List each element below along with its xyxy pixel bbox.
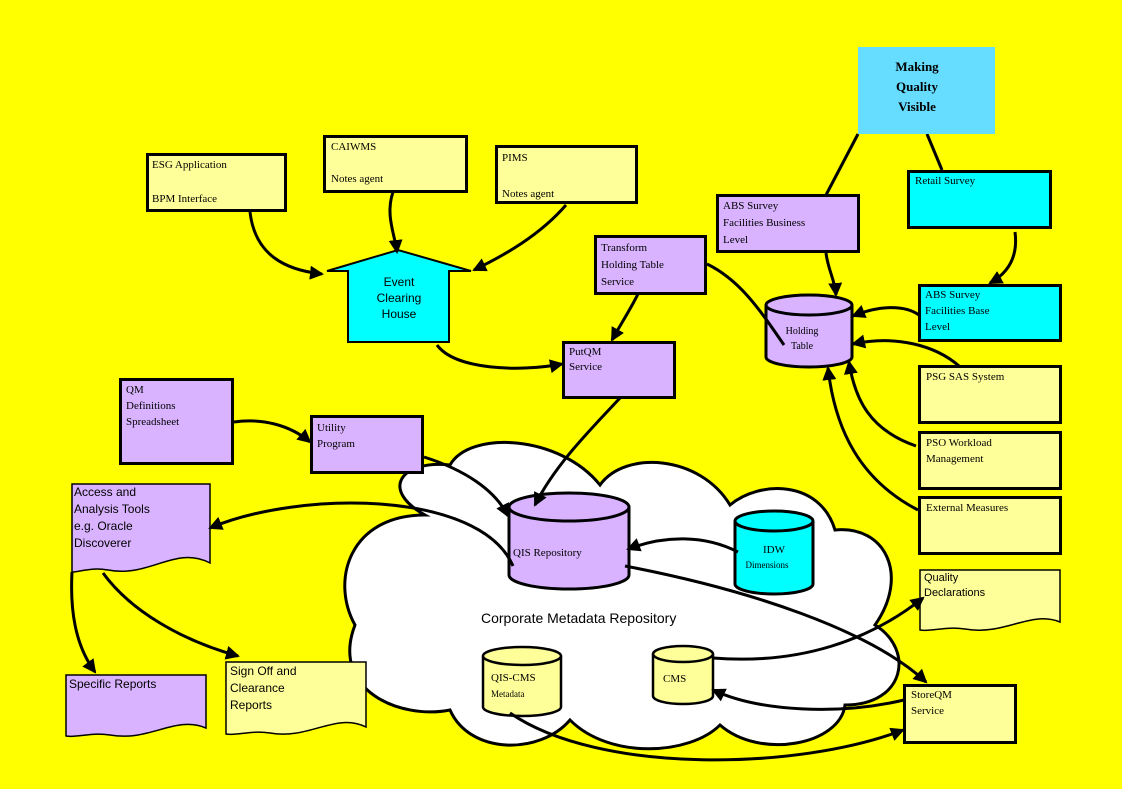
arrow-qis-to-access bbox=[208, 501, 515, 567]
storeqm-service-label: StoreQM Service bbox=[911, 689, 952, 717]
arrow-putqm-to-qis bbox=[533, 396, 622, 507]
line-transform-to-holding bbox=[706, 262, 786, 346]
quality-declarations-label: Quality Declarations bbox=[924, 572, 986, 599]
arrow-access-to-signoff bbox=[101, 572, 240, 660]
holding-table-cylinder bbox=[764, 293, 854, 369]
esg-application-label: ESG Application BPM Interface bbox=[152, 159, 227, 205]
quality-declarations-doc-shape bbox=[919, 569, 1061, 632]
line-title-to-abs-business bbox=[824, 133, 860, 196]
caiwms-label: CAIWMS Notes agent bbox=[331, 141, 384, 185]
transform-holding-table-label: Transform Holding Table Service bbox=[601, 242, 664, 288]
pims-label: PIMS Notes agent bbox=[502, 152, 555, 200]
qis-repository-cylinder bbox=[507, 491, 631, 591]
abs-survey-business-box: ABS Survey Facilities Business Level bbox=[716, 194, 860, 253]
pso-workload-label: PSO Workload Management bbox=[926, 437, 992, 465]
arrow-pims-to-ech bbox=[472, 204, 568, 272]
arrow-psg-to-holding bbox=[851, 334, 960, 368]
arrow-retail-to-abs-base bbox=[988, 231, 1018, 285]
arrow-ech-to-putqm bbox=[435, 344, 564, 374]
event-clearing-house-label: Event Clearing House bbox=[376, 275, 422, 321]
event-clearing-house-shape bbox=[326, 248, 472, 343]
abs-survey-base-box: ABS Survey Facilities Base Level bbox=[918, 284, 1062, 342]
making-quality-visible-box: Making Quality Visible bbox=[858, 47, 995, 134]
putqm-service-box: PutQM Service bbox=[562, 341, 676, 399]
holding-table-label: Holding Table bbox=[785, 326, 819, 352]
arrow-qmdef-to-utility bbox=[233, 419, 312, 444]
esg-application-box: ESG Application BPM Interface bbox=[146, 153, 287, 212]
retail-survey-box: Retail Survey bbox=[907, 170, 1052, 229]
abs-survey-base-label: ABS Survey Facilities Base Level bbox=[925, 289, 990, 333]
putqm-service-label: PutQM Service bbox=[569, 346, 602, 373]
arrow-caiwms-to-ech bbox=[388, 191, 403, 254]
cms-label: CMS bbox=[663, 673, 687, 685]
arrow-esg-to-ech bbox=[248, 211, 324, 280]
qis-cms-metadata-label: Metadata bbox=[491, 689, 525, 699]
arrow-storeqm-to-cms bbox=[711, 688, 905, 711]
idw-cylinder bbox=[733, 509, 815, 596]
external-measures-label: External Measures bbox=[926, 502, 1009, 514]
pims-box: PIMS Notes agent bbox=[495, 145, 638, 204]
arrow-cms-to-quality bbox=[712, 596, 925, 661]
arrow-pso-to-holding bbox=[843, 360, 917, 448]
connectors bbox=[70, 133, 1018, 762]
idw-dimensions-label: Dimensions bbox=[745, 560, 789, 570]
pso-workload-box: PSO Workload Management bbox=[918, 431, 1062, 490]
arrow-abs-business-to-holding bbox=[824, 252, 843, 297]
making-quality-visible-title: Making Quality Visible bbox=[895, 59, 939, 114]
arrow-abs-base-to-holding bbox=[851, 304, 920, 318]
transform-holding-table-box: Transform Holding Table Service bbox=[594, 235, 707, 295]
external-measures-box: External Measures bbox=[918, 496, 1062, 555]
utility-program-label: Utility Program bbox=[317, 422, 355, 450]
abs-survey-business-label: ABS Survey Facilities Business Level bbox=[723, 200, 806, 246]
arrow-qis-to-storeqm bbox=[624, 564, 928, 684]
access-tools-label: Access and Analysis Tools e.g. Oracle Di… bbox=[74, 485, 150, 550]
specific-reports-doc-shape bbox=[65, 674, 207, 738]
arrow-access-to-specific bbox=[70, 571, 97, 674]
utility-program-box: Utility Program bbox=[310, 415, 424, 474]
corporate-metadata-repository-label: Corporate Metadata Repository bbox=[481, 610, 677, 626]
access-tools-doc-shape bbox=[71, 483, 211, 573]
qis-repository-label: QIS Repository bbox=[513, 547, 582, 559]
storeqm-service-box: StoreQM Service bbox=[903, 684, 1017, 744]
qm-definitions-box: QM Definitions Spreadsheet bbox=[119, 378, 234, 465]
line-title-to-retail bbox=[925, 133, 944, 171]
qis-cms-label: QIS-CMS bbox=[491, 672, 536, 684]
specific-reports-label: Specific Reports bbox=[69, 677, 157, 691]
arrow-external-to-holding bbox=[822, 366, 919, 512]
idw-label: IDW bbox=[763, 544, 785, 556]
qis-cms-cylinder bbox=[481, 645, 563, 718]
psg-sas-box: PSG SAS System bbox=[918, 365, 1062, 424]
retail-survey-label: Retail Survey bbox=[915, 175, 976, 187]
caiwms-box: CAIWMS Notes agent bbox=[323, 135, 468, 193]
qm-definitions-label: QM Definitions Spreadsheet bbox=[126, 384, 180, 428]
psg-sas-label: PSG SAS System bbox=[926, 371, 1005, 383]
sign-off-label: Sign Off and Clearance Reports bbox=[230, 664, 297, 712]
arrow-utility-to-qis bbox=[423, 455, 510, 518]
sign-off-doc-shape bbox=[225, 661, 367, 736]
corporate-repository-cloud bbox=[343, 440, 901, 751]
arrow-qiscms-to-storeqm bbox=[509, 711, 905, 762]
arrow-transform-to-putqm bbox=[610, 293, 640, 342]
arrow-idw-to-qis bbox=[626, 537, 739, 554]
